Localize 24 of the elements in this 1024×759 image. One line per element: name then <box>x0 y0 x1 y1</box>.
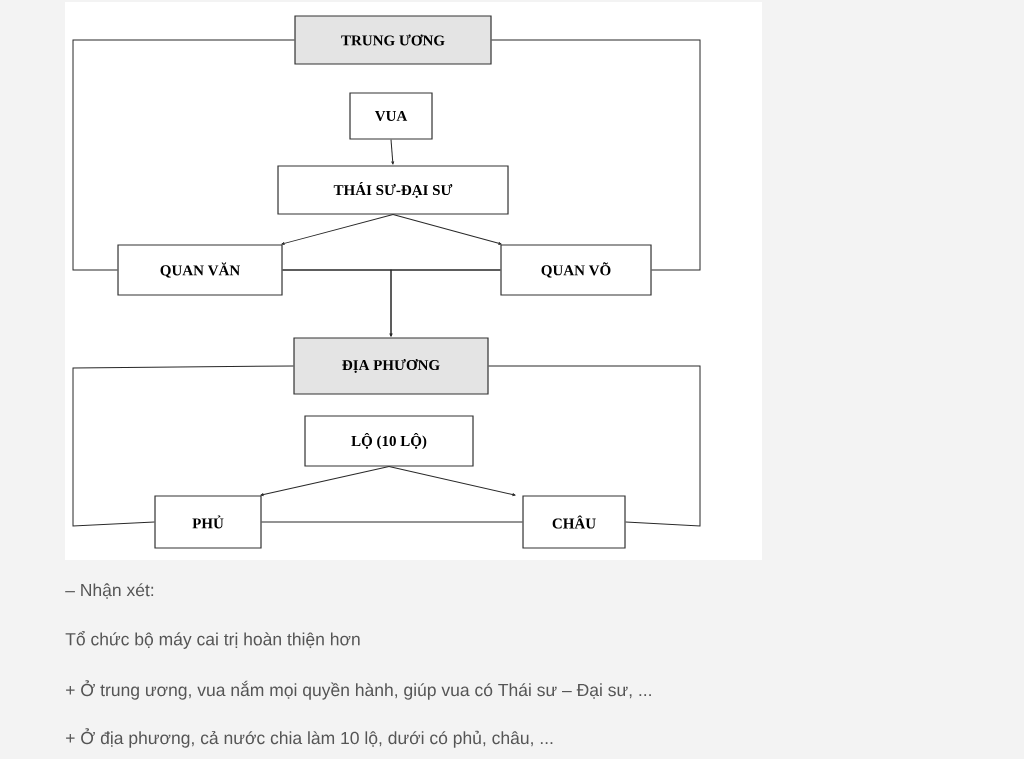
office-box: VUA <box>349 92 433 140</box>
office-box: PHỦ <box>154 495 262 549</box>
arrow <box>392 214 502 245</box>
office-box: THÁI SƯ-ĐẠI SƯ <box>277 165 509 215</box>
note-text: + Ở trung ương, vua nắm mọi quyền hành, giúp vua có Thái sư – Đại sư, ... <box>66 680 651 700</box>
arrow <box>389 269 501 337</box>
connector-line <box>488 365 701 527</box>
office-box: CHÂU <box>522 495 626 549</box>
heading-box: ĐỊA PHƯƠNG <box>293 337 489 395</box>
connector-line <box>491 39 701 271</box>
note-text: + Ở địa phương, cả nước chia làm 10 lộ, dưới có phủ, châu, ... <box>66 728 553 748</box>
office-box: QUAN VÕ <box>500 244 652 296</box>
heading-box: TRUNG ƯƠNG <box>294 15 492 65</box>
arrow <box>390 139 395 165</box>
office-box: QUAN VĂN <box>117 244 283 296</box>
arrow <box>281 214 394 245</box>
arrow <box>260 466 390 497</box>
connector-line <box>261 521 523 523</box>
office-box: LỘ (10 LỘ) <box>304 415 474 467</box>
connector-line <box>72 365 294 527</box>
arrow <box>388 466 516 496</box>
connector-line <box>72 39 295 271</box>
note-text: Tổ chức bộ máy cai trị hoàn thiện hơn <box>65 631 360 649</box>
note-text: – Nhận xét: <box>65 583 154 599</box>
